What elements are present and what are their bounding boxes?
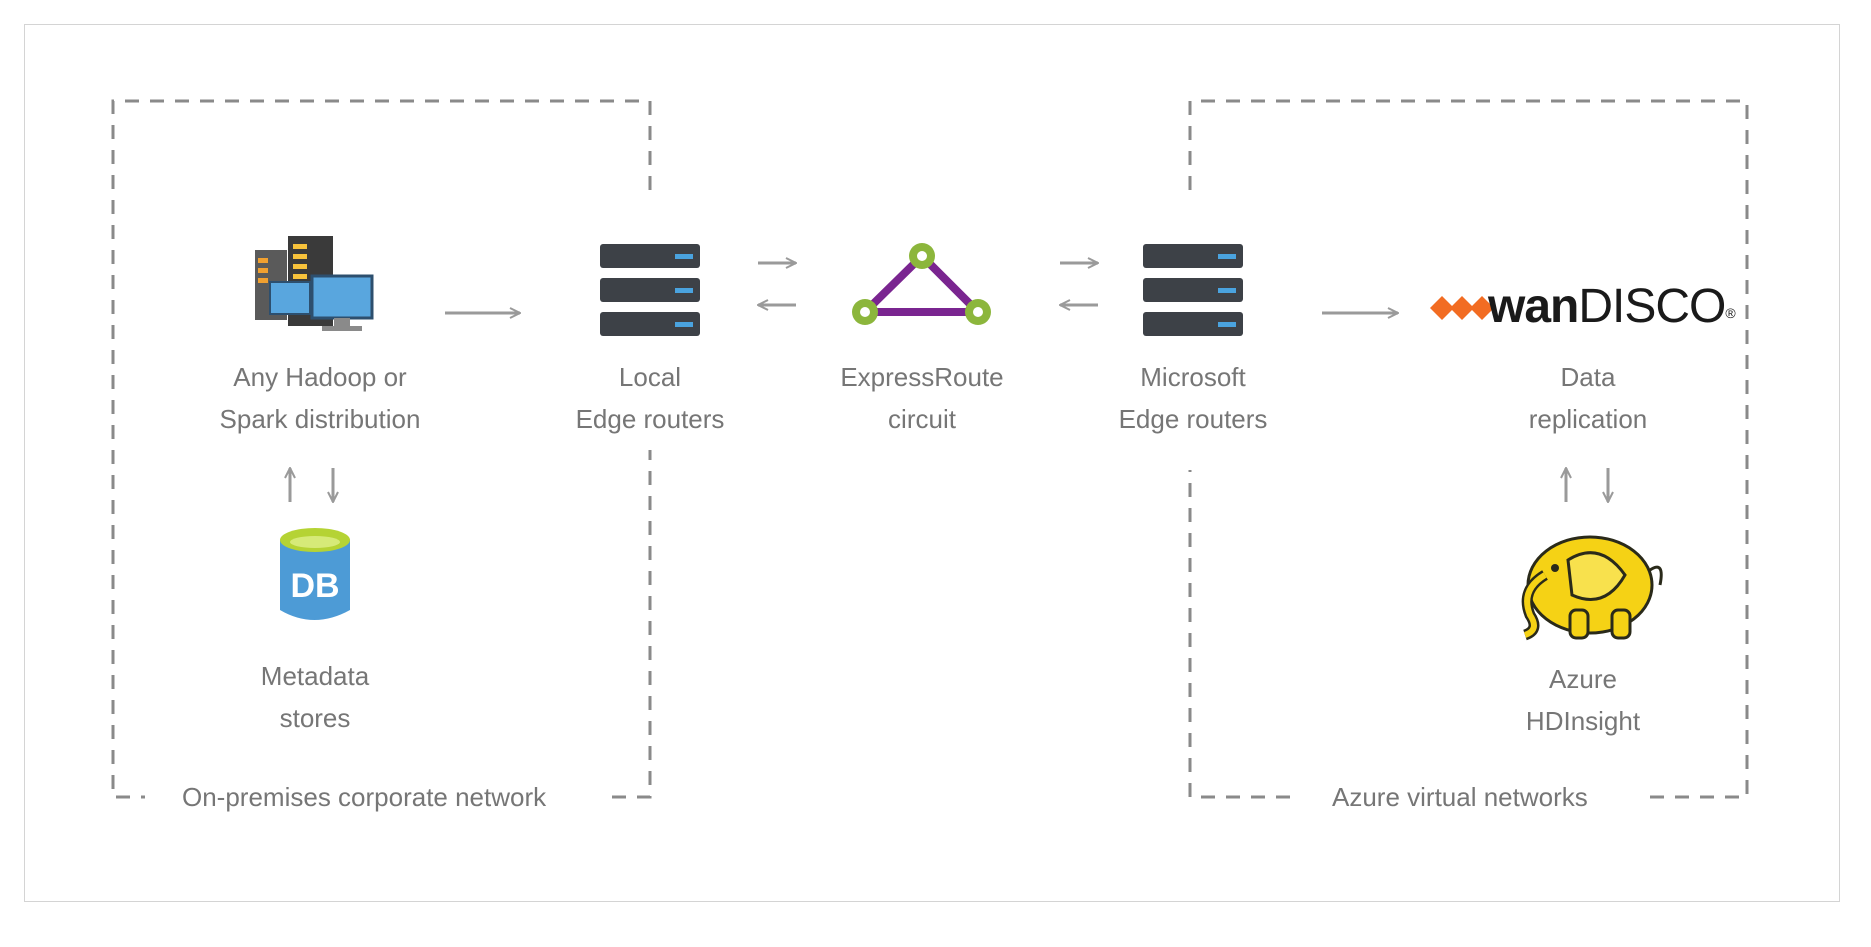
ms-edge-label-line1: Microsoft — [1140, 362, 1246, 392]
azure-network-label: Azure virtual networks — [1322, 782, 1598, 812]
hadoop-label: Any Hadoop or Spark distribution — [180, 356, 460, 440]
hdinsight-label-line1: Azure — [1549, 664, 1617, 694]
ms-edge-label: Microsoft Edge routers — [1083, 356, 1303, 440]
data-replication-label-line1: Data — [1560, 362, 1616, 392]
data-replication-label: Data replication — [1478, 356, 1698, 440]
local-edge-label-line2: Edge routers — [575, 404, 725, 434]
metadata-label: Metadata stores — [210, 655, 420, 739]
flow-arrows — [290, 263, 1608, 502]
microsoft-router-icon — [1143, 244, 1243, 336]
hadoop-elephant-icon — [1521, 535, 1663, 641]
hadoop-label-line1: Any Hadoop or — [233, 362, 407, 392]
onprem-network-boundary — [111, 99, 652, 799]
azure-network-boundary — [1188, 99, 1749, 799]
expressroute-label-line2: circuit — [888, 404, 956, 434]
local-edge-label: Local Edge routers — [540, 356, 760, 440]
wandisco-logo-registered: ® — [1725, 305, 1735, 321]
servers-monitor-icon — [255, 236, 374, 331]
expressroute-label: ExpressRoute circuit — [812, 356, 1032, 440]
expressroute-triangle-icon — [852, 243, 991, 325]
hadoop-label-line2: Spark distribution — [219, 404, 421, 434]
wandisco-logo-mark — [1430, 296, 1494, 320]
ms-edge-label-line2: Edge routers — [1118, 404, 1268, 434]
db-icon-text: DB — [290, 567, 339, 605]
wandisco-logo-bold: wan — [1488, 280, 1579, 333]
metadata-label-line2: stores — [279, 703, 351, 733]
metadata-label-line1: Metadata — [260, 661, 370, 691]
hdinsight-label: Azure HDInsight — [1478, 658, 1688, 742]
hdinsight-label-line2: HDInsight — [1525, 706, 1641, 736]
diagram-frame — [24, 24, 1840, 902]
wandisco-logo: wanDISCO® — [1488, 280, 1736, 334]
local-edge-label-line1: Local — [618, 362, 682, 392]
onprem-network-label: On-premises corporate network — [172, 782, 557, 812]
local-router-icon — [600, 244, 700, 336]
expressroute-label-line1: ExpressRoute — [840, 362, 1004, 392]
database-icon: DB — [280, 528, 350, 620]
data-replication-label-line2: replication — [1528, 404, 1648, 434]
wandisco-logo-regular: DISCO — [1578, 280, 1726, 333]
